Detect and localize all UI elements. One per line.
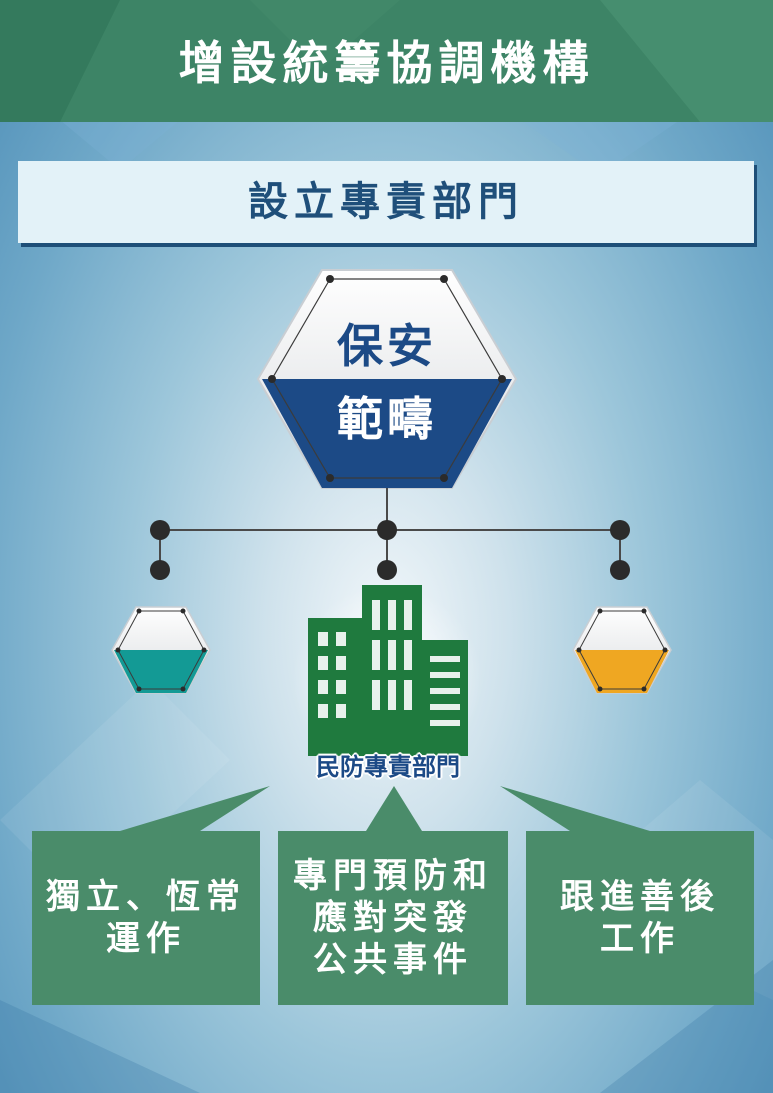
- main-hexagon: [256, 269, 518, 489]
- box-text: 跟進善後 工作: [560, 877, 720, 959]
- connector-nodes: [150, 520, 630, 580]
- box-follow-up-work: 跟進善後 工作: [526, 831, 754, 1005]
- box-text: 專門預防和 應對突發 公共事件: [293, 856, 493, 980]
- box-emergency-response: 專門預防和 應對突發 公共事件: [278, 831, 508, 1005]
- subtitle-box: 設立專責部門: [18, 161, 754, 243]
- building-icon: [308, 585, 468, 756]
- page-title: 增設統籌協調機構: [178, 36, 595, 90]
- box-text: 獨立、恆常 運作: [46, 877, 246, 959]
- amber-hexagon: [572, 606, 672, 694]
- header-banner: 增設統籌協調機構: [0, 0, 773, 122]
- hexagon-label-line1: 保安: [337, 319, 437, 373]
- hexagon-label-line2: 範疇: [337, 392, 437, 446]
- header-decoration: [0, 0, 773, 122]
- box-independent-operation: 獨立、恆常 運作: [32, 831, 260, 1005]
- teal-hexagon: [111, 606, 211, 694]
- department-label: 民防專責部門: [316, 753, 460, 781]
- subtitle-text: 設立專責部門: [248, 179, 524, 225]
- callout-pointers: [120, 786, 650, 831]
